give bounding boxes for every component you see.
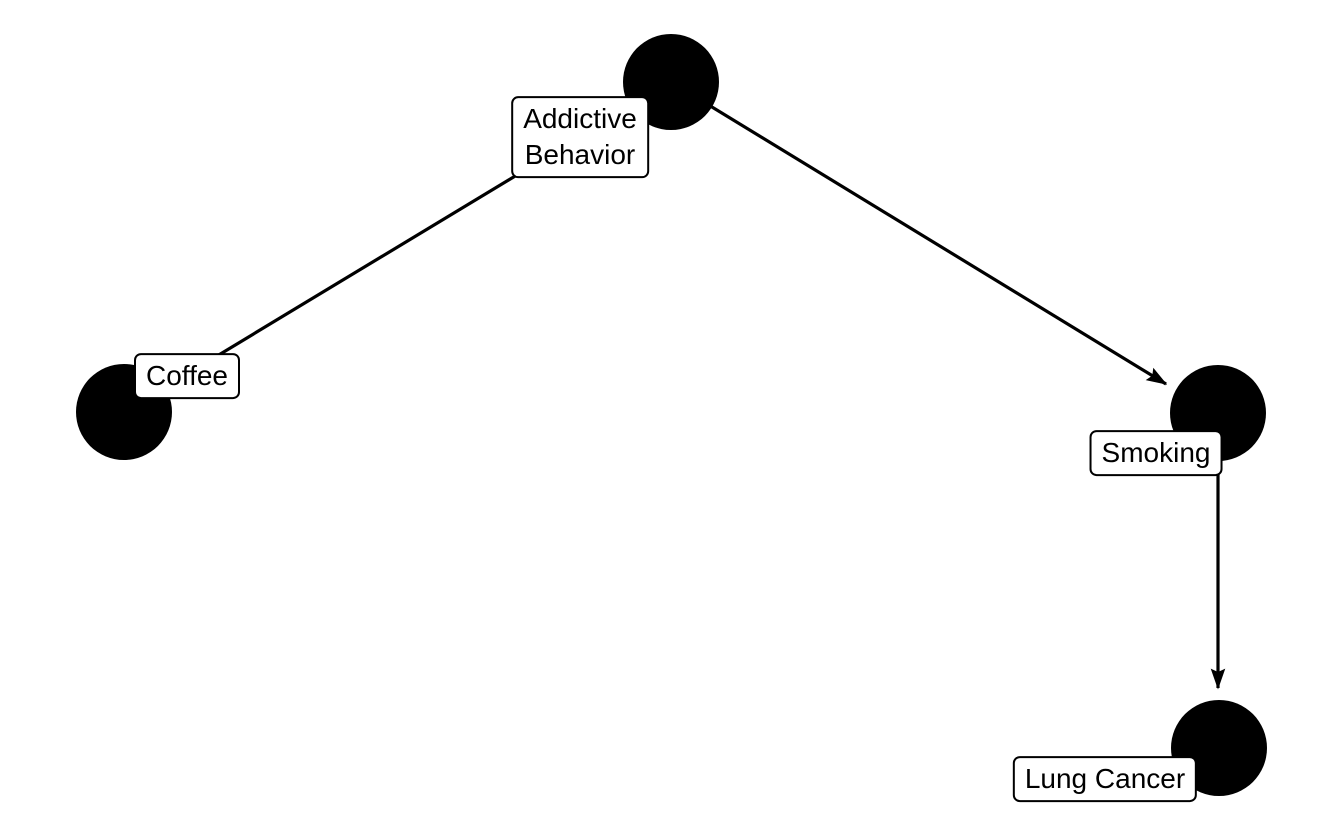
node-label-coffee: Coffee	[134, 353, 240, 399]
edge-addictive-behavior-to-smoking	[670, 80, 1168, 386]
node-label-addictive-behavior: Addictive Behavior	[511, 96, 649, 178]
node-label-lung-cancer: Lung Cancer	[1012, 756, 1198, 802]
node-label-smoking: Smoking	[1089, 430, 1223, 476]
